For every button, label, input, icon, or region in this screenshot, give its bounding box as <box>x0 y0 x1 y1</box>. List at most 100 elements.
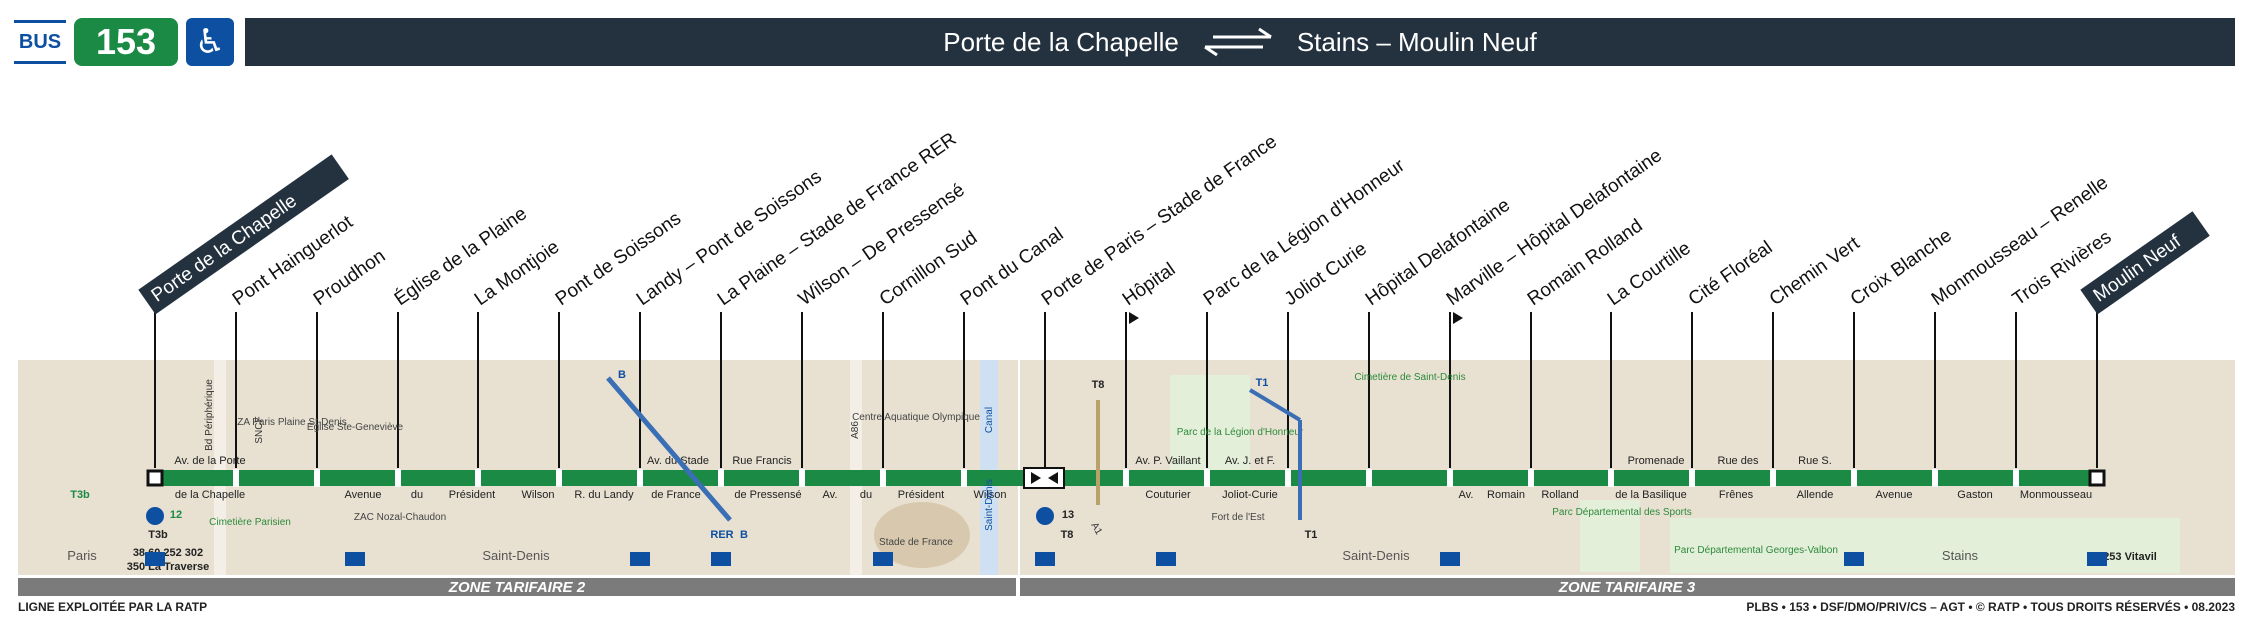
stop-tick <box>233 469 239 487</box>
road-periph <box>214 360 226 575</box>
connection-label: T3b <box>70 489 90 501</box>
destination-terminus: Stains – Moulin Neuf <box>1296 26 1537 57</box>
place-label: Église Ste-Geneviève <box>307 420 404 433</box>
street-name: Allende <box>1797 489 1834 501</box>
stop-tick <box>880 469 886 487</box>
place-label: Paris <box>67 548 97 563</box>
metro-icon <box>1036 507 1054 525</box>
stop-tick <box>799 469 805 487</box>
street-name: Rolland <box>1541 489 1578 501</box>
line-number-badge: 153 <box>74 18 178 66</box>
street-name: Wilson <box>521 489 554 501</box>
zone-label: ZONE TARIFAIRE 2 <box>448 579 586 596</box>
connection-label: 253 Vitavil <box>2103 551 2157 563</box>
stop-tick <box>1528 469 1534 487</box>
stop-tick <box>1770 469 1776 487</box>
place-label: Parc Départemental des Sports <box>1552 507 1692 518</box>
stop-name: Cité Floréal <box>1685 237 1777 310</box>
terminus-box <box>138 154 349 315</box>
street-name: Rue Francis <box>732 455 792 467</box>
origin-terminus: Porte de la Chapelle <box>943 26 1179 57</box>
place-label: Cimetière de Saint-Denis <box>1354 372 1465 383</box>
place-label: Centre Aquatique Olympique <box>852 412 980 423</box>
connection-label: T8 <box>1061 529 1074 541</box>
credits-note: PLBS • 153 • DSF/DMO/PRIV/CS – AGT • © R… <box>1746 600 2235 614</box>
stop-name: Hôpital Delafontaine <box>1362 195 1514 310</box>
place-label: Parc de la Légion d'Honneur <box>1177 427 1304 438</box>
bus-connection-icon <box>345 552 365 566</box>
stop-tick <box>1366 469 1372 487</box>
street-name: R. du Landy <box>574 489 634 501</box>
place-label: Parc Départemental Georges-Valbon <box>1674 545 1838 556</box>
street-name: Frênes <box>1719 489 1754 501</box>
connection-label: 38 60 252 302 <box>133 547 203 559</box>
operator-note: LIGNE EXPLOITÉE PAR LA RATP <box>18 600 208 614</box>
green-area <box>1580 500 1640 572</box>
stop-tick <box>1447 469 1453 487</box>
street-name: Av. <box>823 489 838 501</box>
street-name: Wilson <box>973 489 1006 501</box>
place-label: Canal <box>984 407 995 433</box>
connection-label: T8 <box>1092 379 1105 391</box>
stop-tick <box>395 469 401 487</box>
stadium-shape <box>874 502 970 568</box>
connection-label: RER <box>710 529 733 541</box>
stop-tick <box>1042 469 1048 487</box>
wheelchair-icon: ♿ <box>186 18 234 66</box>
connection-label: 13 <box>1062 509 1074 521</box>
canal-water <box>980 360 998 575</box>
road-a86 <box>850 360 862 575</box>
direction-banner: Porte de la Chapelle Stains – Moulin Neu… <box>245 18 2235 66</box>
place-label: ZAC Nozal-Chaudon <box>354 512 446 523</box>
metro-icon <box>146 507 164 525</box>
connection-label: 12 <box>170 509 182 521</box>
stop-tick <box>556 469 562 487</box>
zone-bar <box>1020 578 2235 596</box>
terminus-label-box: Moulin Neuf <box>2080 211 2210 315</box>
connection-label: T1 <box>1256 377 1269 389</box>
direction-arrows-icon <box>1031 472 1058 484</box>
place-label: Saint-Denis <box>1342 548 1410 563</box>
street-name: Couturier <box>1145 489 1191 501</box>
zone-label: ZONE TARIFAIRE 3 <box>1558 579 1696 596</box>
stop-name: Église de la Plaine <box>391 203 531 310</box>
stop-tick <box>1851 469 1857 487</box>
street-name: Romain <box>1487 489 1525 501</box>
bus-connection-icon <box>1035 552 1055 566</box>
street-name: de la Basilique <box>1615 489 1687 501</box>
stop-name: Porte de la Chapelle <box>148 191 301 307</box>
street-name: Gaston <box>1957 489 1992 501</box>
bus-connection-icon <box>2087 552 2107 566</box>
one-way-icon <box>1129 312 1139 324</box>
bus-connection-icon <box>1440 552 1460 566</box>
stop-tick <box>961 469 967 487</box>
connection-label: B <box>740 529 748 541</box>
stop-name: Proudhon <box>310 246 390 310</box>
place-label: A1 <box>1088 521 1104 537</box>
street-name: Av. J. et F. <box>1225 455 1275 467</box>
two-way-arrow-icon <box>1204 27 1272 57</box>
stop-tick <box>1932 469 1938 487</box>
stop-tick <box>1123 469 1129 487</box>
street-name: Rue des <box>1718 455 1759 467</box>
street-name: Av. de la Porte <box>174 455 245 467</box>
connection-label: B <box>618 369 626 381</box>
place-label: Stade de France <box>879 537 953 548</box>
street-name: Av. <box>1459 489 1474 501</box>
street-name: Avenue <box>1875 489 1912 501</box>
stop-tick <box>314 469 320 487</box>
stop-tick <box>475 469 481 487</box>
bus-connection-icon <box>145 552 165 566</box>
stop-name: Chemin Vert <box>1766 233 1864 311</box>
terminus-stop <box>2088 469 2106 487</box>
place-label: Fort de l'Est <box>1211 512 1264 523</box>
street-name: du <box>411 489 423 501</box>
street-name: de la Chapelle <box>175 489 245 501</box>
stop-tick <box>1285 469 1291 487</box>
place-label: A86 <box>850 421 861 439</box>
terminus-box <box>2080 211 2210 315</box>
stop-name: Hôpital <box>1119 259 1180 310</box>
street-name: de France <box>651 489 701 501</box>
street-name: Monmousseau <box>2020 489 2092 501</box>
